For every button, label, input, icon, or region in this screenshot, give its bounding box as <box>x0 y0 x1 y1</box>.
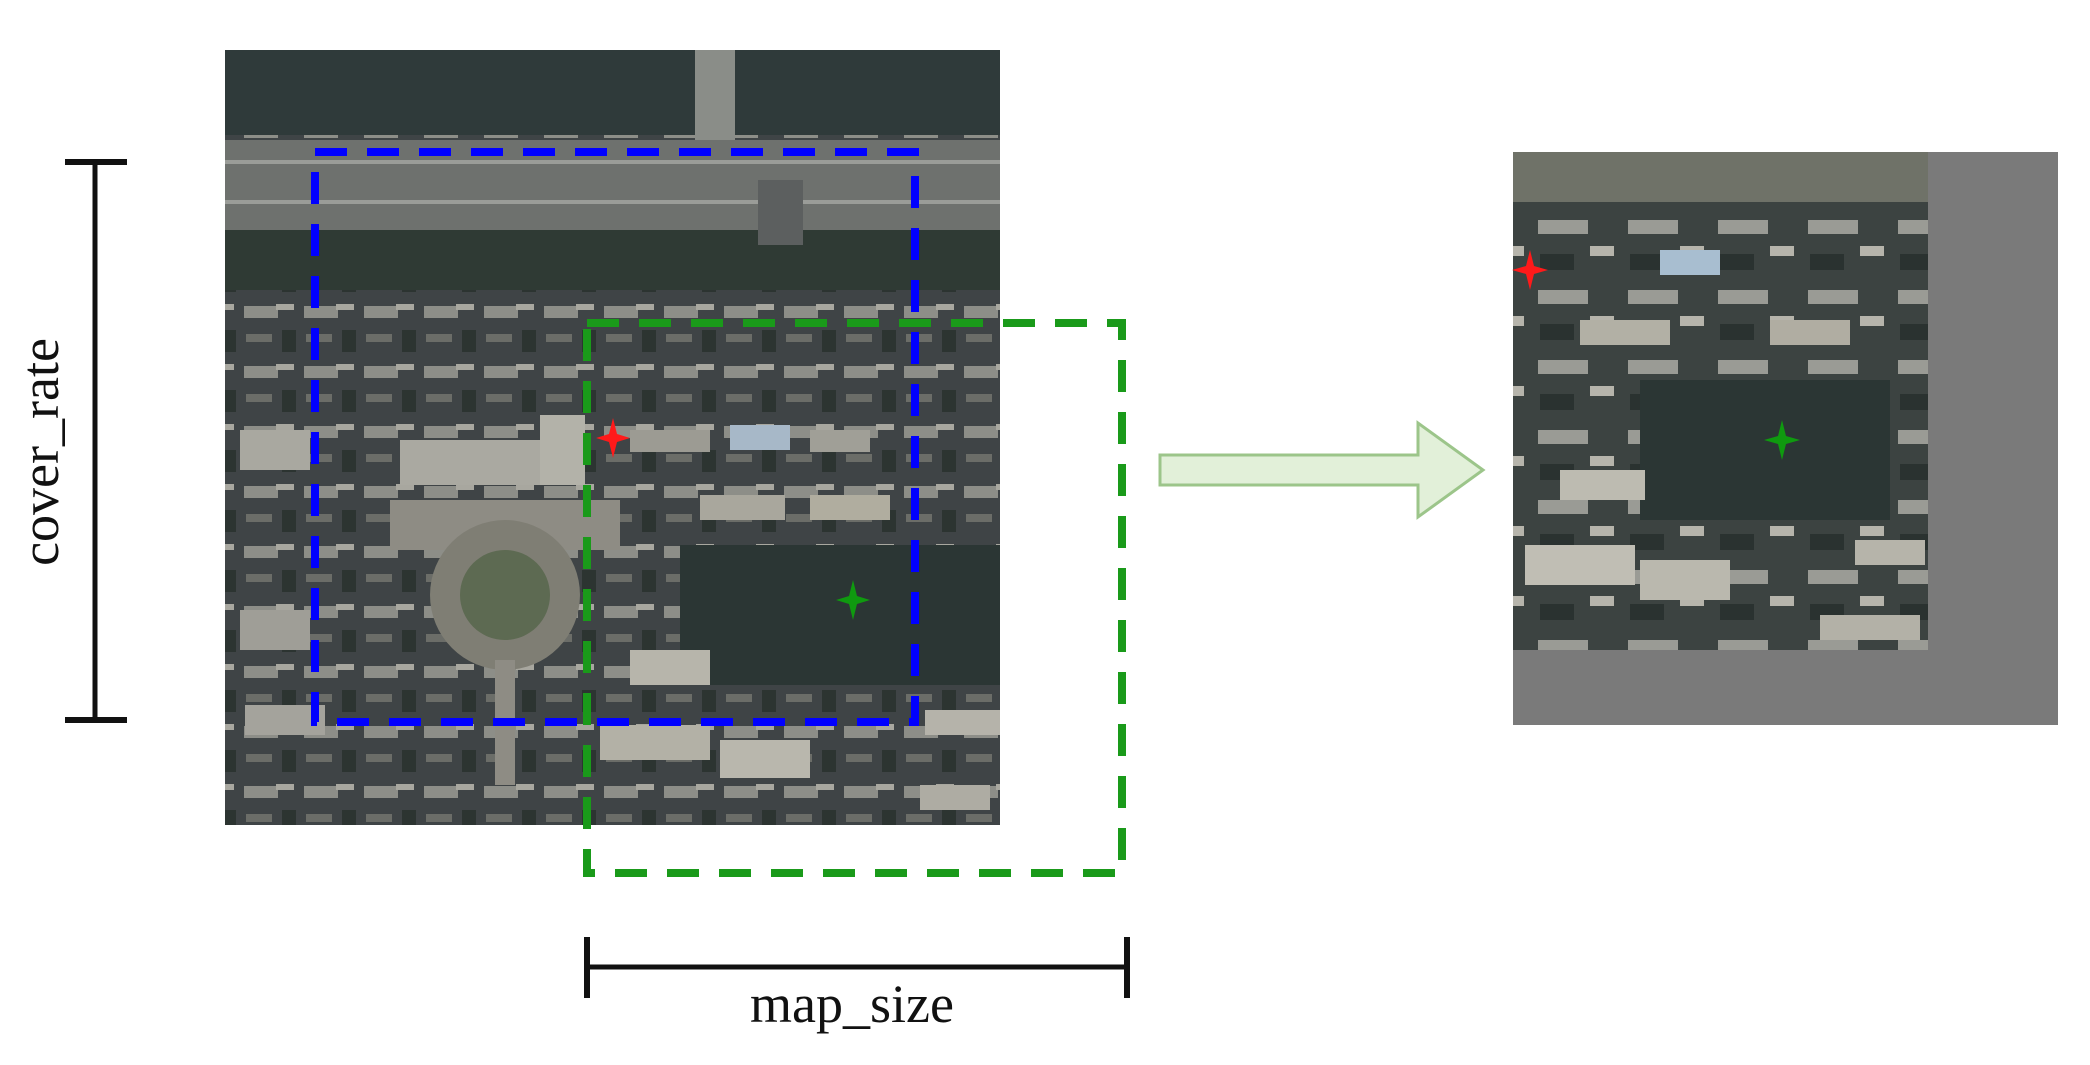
green-star-marker-left <box>836 580 870 620</box>
right-arrow-icon <box>1158 420 1486 520</box>
map-size-dimension <box>584 937 1130 998</box>
green-dashed-box <box>583 319 1126 877</box>
satellite-image-left <box>225 50 1000 825</box>
red-star-marker-right <box>1512 250 1548 290</box>
green-star-marker-right <box>1764 420 1800 460</box>
blue-dashed-box <box>311 148 919 726</box>
cover-rate-dimension <box>65 159 127 723</box>
map-size-label: map_size <box>750 974 954 1034</box>
red-star-marker-left <box>596 418 630 458</box>
cover-rate-label: cover_rate <box>10 338 70 566</box>
